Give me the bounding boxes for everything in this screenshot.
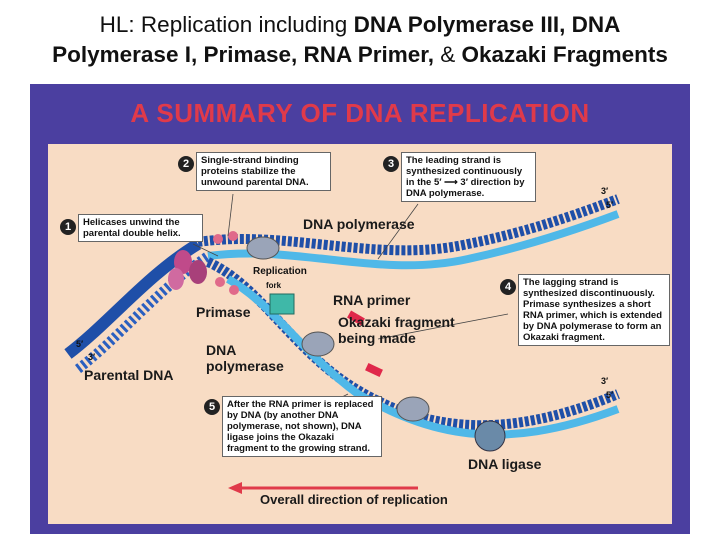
- label-okazaki-fragment: Okazaki fragment: [338, 314, 455, 330]
- callout-helicase: Helicases unwind the parental double hel…: [78, 214, 203, 242]
- label-dna-ligase: DNA ligase: [468, 456, 542, 472]
- dna-polymerase-lagging: [301, 331, 335, 357]
- end-label-3-lower: 3′: [601, 376, 609, 386]
- end-label-5-top: 5′: [606, 200, 614, 210]
- callout-leader-3: [377, 203, 419, 260]
- label-dna-polymerase-bottom-1: DNA: [206, 342, 237, 358]
- title-plain-1: HL: Replication including: [99, 12, 354, 37]
- title-plain-2: &: [434, 42, 462, 67]
- callout-leading-strand: The leading strand is synthesized contin…: [401, 152, 536, 202]
- label-dna-polymerase-bottom-2: polymerase: [206, 358, 284, 374]
- dna-polymerase-okazaki: [396, 396, 430, 422]
- callout-leader-1: [192, 243, 219, 257]
- helicase-protein-3: [168, 268, 184, 290]
- step-badge-2: 2: [178, 156, 194, 172]
- end-label-3-top: 3′: [601, 186, 609, 196]
- dna-polymerase-leading: [246, 236, 280, 260]
- title-bold-2: Polymerase I, Primase, RNA Primer,: [52, 42, 434, 67]
- ssb-protein-3: [215, 277, 225, 287]
- label-replication: Replication: [253, 266, 307, 277]
- slide-title: HL: Replication including DNA Polymerase…: [0, 10, 720, 70]
- label-overall-direction: Overall direction of replication: [260, 492, 448, 507]
- callout-lagging-strand: The lagging strand is synthesized discon…: [518, 274, 670, 346]
- end-label-5-lower: 5′: [606, 390, 614, 400]
- replication-figure: A SUMMARY OF DNA REPLICATION: [30, 84, 690, 534]
- step-badge-3: 3: [383, 156, 399, 172]
- title-bold-3: Okazaki Fragments: [461, 42, 668, 67]
- callout-leader-2: [227, 193, 234, 237]
- ssb-protein-1: [213, 234, 223, 244]
- end-label-5-left: 5′: [76, 339, 84, 349]
- helicase-protein-2: [189, 260, 207, 284]
- replication-artwork: [64, 193, 620, 494]
- rna-primer-segment-1: [347, 310, 365, 326]
- title-bold-1: DNA Polymerase III, DNA: [353, 12, 621, 37]
- helicase-protein-1: [174, 250, 192, 274]
- ssb-protein-4: [229, 285, 239, 295]
- step-badge-4: 4: [500, 279, 516, 295]
- figure-heading: A SUMMARY OF DNA REPLICATION: [130, 98, 590, 128]
- callout-ligase: After the RNA primer is replaced by DNA …: [222, 396, 382, 457]
- rna-primer-segment-2: [365, 362, 383, 378]
- callout-ssb: Single-strand binding proteins stabilize…: [196, 152, 331, 191]
- primase-protein: [269, 293, 295, 315]
- diagram-panel: 1 Helicases unwind the parental double h…: [48, 144, 672, 524]
- leading-new-strand: [207, 210, 620, 270]
- label-rna-primer: RNA primer: [333, 292, 411, 308]
- end-label-3-left: 3′: [88, 352, 96, 362]
- step-badge-1: 1: [60, 219, 76, 235]
- dna-ligase-protein: [474, 420, 506, 452]
- parental-strand-b: [74, 251, 211, 373]
- overall-direction-arrowhead: [228, 482, 242, 494]
- step-badge-5: 5: [204, 399, 220, 415]
- callout-leader-4: [377, 313, 509, 340]
- label-fork: fork: [266, 281, 282, 290]
- label-okazaki-being-made: being made: [338, 330, 416, 346]
- label-primase: Primase: [196, 304, 251, 320]
- label-dna-polymerase-top: DNA polymerase: [303, 216, 415, 232]
- ssb-protein-2: [228, 231, 238, 241]
- label-parental-dna: Parental DNA: [84, 367, 174, 383]
